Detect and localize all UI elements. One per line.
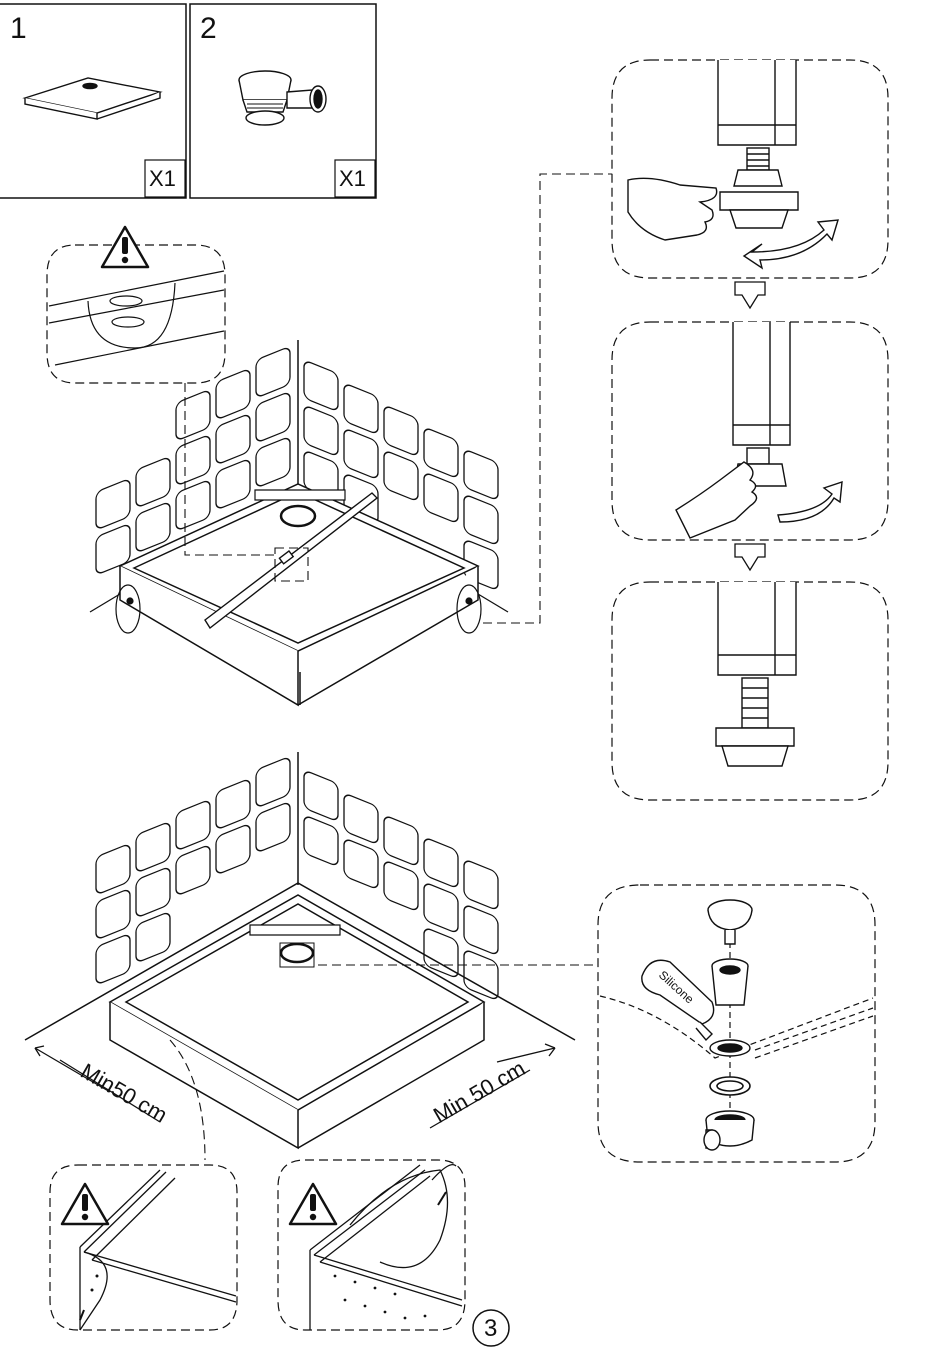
part-quantity-1: X1 [149, 168, 176, 190]
warning-detail-tape-peel [278, 1160, 465, 1330]
arrow-down-icon [735, 282, 765, 308]
tray-back-edge [250, 925, 340, 935]
part-number-2: 2 [200, 14, 217, 44]
step-number: 3 [484, 1317, 497, 1341]
drain-assembly-detail: Silicone [598, 885, 875, 1162]
arrow-down-icon [735, 544, 765, 570]
shower-tray-icon [25, 78, 160, 119]
tray-back-edge [255, 490, 345, 500]
foot-adjustment-step-1 [612, 60, 888, 278]
gasket-icon [710, 1077, 750, 1095]
warning-detail-tape-corner [50, 1165, 237, 1330]
warning-detail-tray-edge [47, 227, 225, 383]
flange-icon [710, 1040, 750, 1056]
part-number-1: 1 [10, 14, 27, 44]
drain-waste-icon [239, 71, 326, 125]
drain-hole [281, 944, 313, 962]
drain-hole [281, 506, 315, 526]
part-quantity-2: X1 [339, 168, 366, 190]
foot-adjustment-step-3 [612, 582, 888, 800]
drain-body-icon [712, 959, 748, 1005]
foot-adjustment-step-2 [612, 322, 888, 540]
